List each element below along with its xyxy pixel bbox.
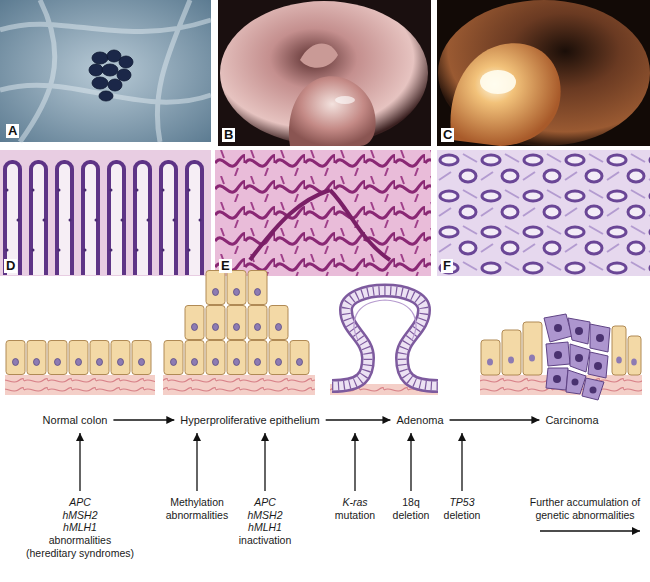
- gene-event-label: inactivation: [239, 534, 292, 547]
- gene-event-label: (hereditary syndromes): [26, 547, 134, 560]
- gene-event-label: genetic abnormalities: [535, 509, 634, 522]
- gene-event-label: APC hMSH2 hMLH1: [55, 496, 105, 534]
- sequence-arrow: [450, 419, 540, 420]
- stage-name: Normal colon: [43, 414, 108, 427]
- gene-event-label: deletion: [444, 509, 481, 522]
- gene-event-label: TP53: [449, 496, 474, 509]
- gene-event-label: Methylation abnormalities: [157, 496, 237, 521]
- panel-letter: D: [4, 259, 17, 273]
- gene-event-label: Further accumulation of: [530, 496, 640, 509]
- gene-event-label: 18q deletion: [386, 496, 436, 521]
- stage-name: Adenoma: [396, 414, 443, 427]
- pointer-arrow: [80, 433, 640, 531]
- stage-name: Carcinoma: [545, 414, 598, 427]
- stage-label: Carcinoma: [542, 413, 601, 428]
- sequence-arrow: [113, 419, 174, 420]
- panel-letter: A: [6, 124, 19, 138]
- gene-event-label: APC hMSH2 hMLH1: [240, 496, 290, 534]
- panel-letter: E: [219, 259, 232, 273]
- sequence-arrow: [326, 419, 391, 420]
- panel-letter: F: [441, 259, 453, 273]
- stage-label: Adenoma: [393, 413, 446, 428]
- stage-label: Normal colon: [40, 413, 111, 428]
- stage-name: Hyperproliferative epithelium: [180, 414, 319, 427]
- stage-label: Hyperproliferative epithelium: [177, 413, 322, 428]
- gene-event-label: mutation: [335, 509, 375, 522]
- panel-letter: C: [441, 128, 454, 142]
- gene-event-label: abnormalities: [49, 534, 111, 547]
- panel-letter: B: [222, 128, 235, 142]
- gene-event-label: K-ras: [342, 496, 367, 509]
